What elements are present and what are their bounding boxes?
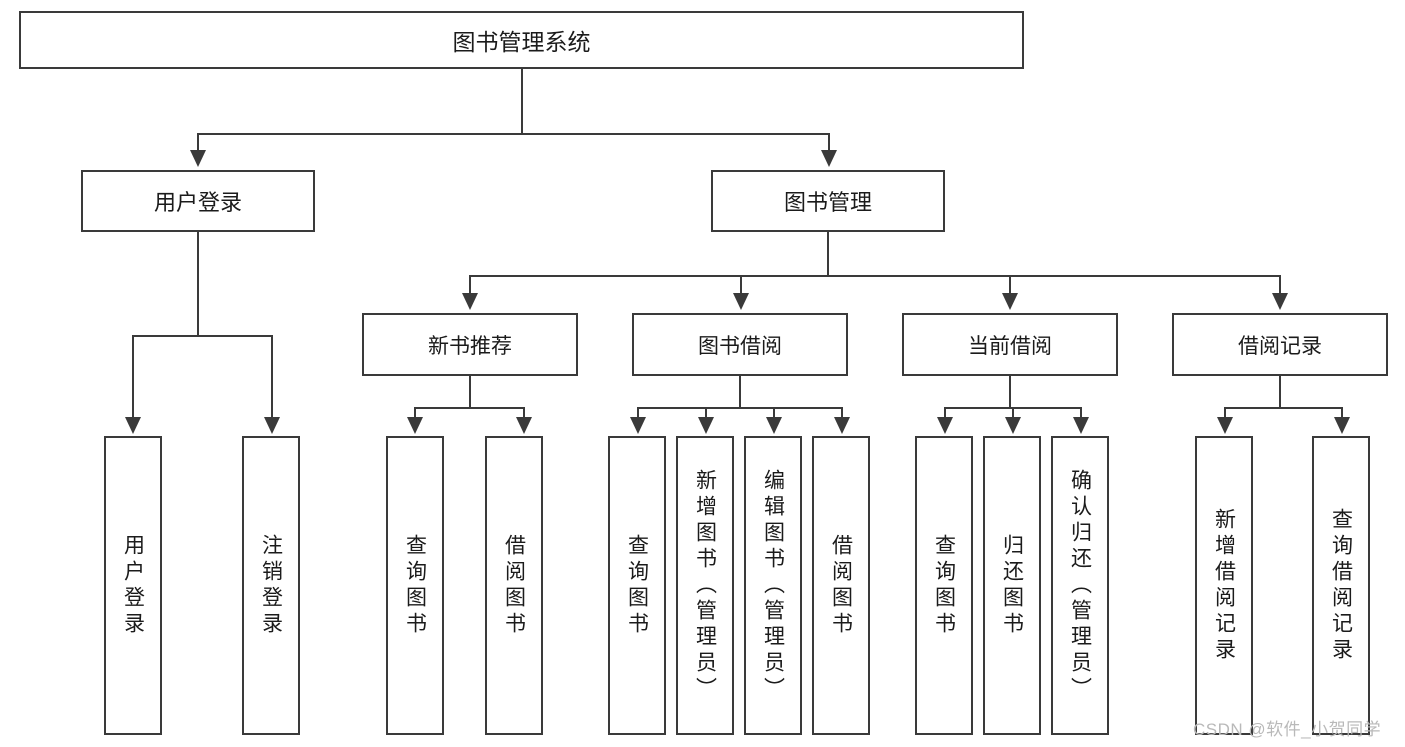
node-book-management[interactable]: 图书管理 <box>711 170 945 232</box>
connector-borrow-record-stem <box>1279 376 1281 408</box>
leaf-label: 查询图书 <box>403 533 427 638</box>
arrow-cb-to-leaf-1 <box>937 417 953 434</box>
arrow-nbr-to-leaf-2 <box>516 417 532 434</box>
connector-br-to-leaf-2 <box>1341 407 1343 419</box>
leaf-query-book-cb[interactable]: 查询图书 <box>915 436 973 735</box>
arrow-br-to-leaf-1 <box>1217 417 1233 434</box>
connector-book-borrow-stem <box>739 376 741 408</box>
arrow-bb-to-leaf-4 <box>834 417 850 434</box>
connector-root-to-book-manage <box>828 133 830 153</box>
arrow-root-to-user-login <box>190 150 206 167</box>
connector-cb-to-leaf-2 <box>1012 407 1014 419</box>
connector-to-borrow-record <box>1279 275 1281 295</box>
leaf-label: 注销登录 <box>259 533 283 638</box>
connector-bb-to-leaf-3 <box>773 407 775 419</box>
arrow-cb-to-leaf-2 <box>1005 417 1021 434</box>
connector-user-login-to-leaf-2 <box>271 335 273 419</box>
connector-new-book-recommend-bus <box>415 407 525 409</box>
node-current-borrow[interactable]: 当前借阅 <box>902 313 1118 376</box>
leaf-label: 编辑图书（管理员） <box>761 468 785 703</box>
arrow-bb-to-leaf-3 <box>766 417 782 434</box>
leaf-label: 借阅图书 <box>829 533 853 638</box>
node-label: 当前借阅 <box>968 334 1052 358</box>
node-label: 用户登录 <box>153 190 242 215</box>
arrow-cb-to-leaf-3 <box>1073 417 1089 434</box>
connector-nbr-to-leaf-2 <box>523 407 525 419</box>
leaf-label: 用户登录 <box>121 533 145 638</box>
leaf-label: 确认归还（管理员） <box>1068 468 1092 703</box>
arrow-br-to-leaf-2 <box>1334 417 1350 434</box>
leaf-edit-book-admin[interactable]: 编辑图书（管理员） <box>744 436 802 735</box>
arrow-root-to-book-manage <box>821 150 837 167</box>
node-label: 图书借阅 <box>698 334 782 358</box>
node-label: 新书推荐 <box>428 334 512 358</box>
leaf-add-borrow-record[interactable]: 新增借阅记录 <box>1195 436 1253 735</box>
connector-level2-bus <box>470 275 1281 277</box>
arrow-to-borrow-record <box>1272 293 1288 310</box>
connector-user-login-stem <box>197 232 199 336</box>
connector-user-login-to-leaf-1 <box>132 335 134 419</box>
node-user-login[interactable]: 用户登录 <box>81 170 315 232</box>
node-book-borrow[interactable]: 图书借阅 <box>632 313 848 376</box>
connector-current-borrow-stem <box>1009 376 1011 408</box>
connector-new-book-recommend-stem <box>469 376 471 408</box>
connector-bb-to-leaf-2 <box>705 407 707 419</box>
connector-root-stem <box>521 69 523 134</box>
leaf-query-book-nbr[interactable]: 查询图书 <box>386 436 444 735</box>
arrow-to-current-borrow <box>1002 293 1018 310</box>
watermark-text: CSDN @软件_小贺同学 <box>1193 720 1382 739</box>
connector-cb-to-leaf-3 <box>1080 407 1082 419</box>
leaf-add-book-admin[interactable]: 新增图书（管理员） <box>676 436 734 735</box>
arrow-nbr-to-leaf-1 <box>407 417 423 434</box>
connector-cb-to-leaf-1 <box>944 407 946 419</box>
arrow-user-login-to-leaf-2 <box>264 417 280 434</box>
leaf-query-borrow-record[interactable]: 查询借阅记录 <box>1312 436 1370 735</box>
leaf-confirm-return-admin[interactable]: 确认归还（管理员） <box>1051 436 1109 735</box>
leaf-label: 查询图书 <box>625 533 649 638</box>
node-borrow-record[interactable]: 借阅记录 <box>1172 313 1388 376</box>
node-new-book-recommend[interactable]: 新书推荐 <box>362 313 578 376</box>
connector-nbr-to-leaf-1 <box>414 407 416 419</box>
connector-to-new-book-recommend <box>469 275 471 295</box>
connector-br-to-leaf-1 <box>1224 407 1226 419</box>
node-root-system[interactable]: 图书管理系统 <box>19 11 1024 69</box>
connector-root-to-user-login <box>197 133 199 153</box>
leaf-label: 归还图书 <box>1000 533 1024 638</box>
arrow-bb-to-leaf-2 <box>698 417 714 434</box>
connector-user-login-bus <box>133 335 273 337</box>
connector-bb-to-leaf-4 <box>841 407 843 419</box>
leaf-logout[interactable]: 注销登录 <box>242 436 300 735</box>
leaf-borrow-book-bb[interactable]: 借阅图书 <box>812 436 870 735</box>
connector-borrow-record-bus <box>1225 407 1343 409</box>
node-label: 图书管理 <box>783 190 872 215</box>
leaf-borrow-book-nbr[interactable]: 借阅图书 <box>485 436 543 735</box>
leaf-label: 新增图书（管理员） <box>693 468 717 703</box>
leaf-return-book[interactable]: 归还图书 <box>983 436 1041 735</box>
leaf-label: 借阅图书 <box>502 533 526 638</box>
leaf-label: 新增借阅记录 <box>1212 507 1236 664</box>
leaf-user-login[interactable]: 用户登录 <box>104 436 162 735</box>
connector-to-current-borrow <box>1009 275 1011 295</box>
connector-bb-to-leaf-1 <box>637 407 639 419</box>
connector-root-bus <box>198 133 830 135</box>
connector-book-management-stem <box>827 232 829 276</box>
connector-to-book-borrow <box>740 275 742 295</box>
arrow-bb-to-leaf-1 <box>630 417 646 434</box>
arrow-user-login-to-leaf-1 <box>125 417 141 434</box>
node-label: 借阅记录 <box>1238 334 1322 358</box>
node-label: 图书管理系统 <box>452 29 591 55</box>
arrow-to-book-borrow <box>733 293 749 310</box>
leaf-query-book-bb[interactable]: 查询图书 <box>608 436 666 735</box>
connector-book-borrow-bus <box>638 407 843 409</box>
leaf-label: 查询图书 <box>932 533 956 638</box>
arrow-to-new-book-recommend <box>462 293 478 310</box>
leaf-label: 查询借阅记录 <box>1329 507 1353 664</box>
